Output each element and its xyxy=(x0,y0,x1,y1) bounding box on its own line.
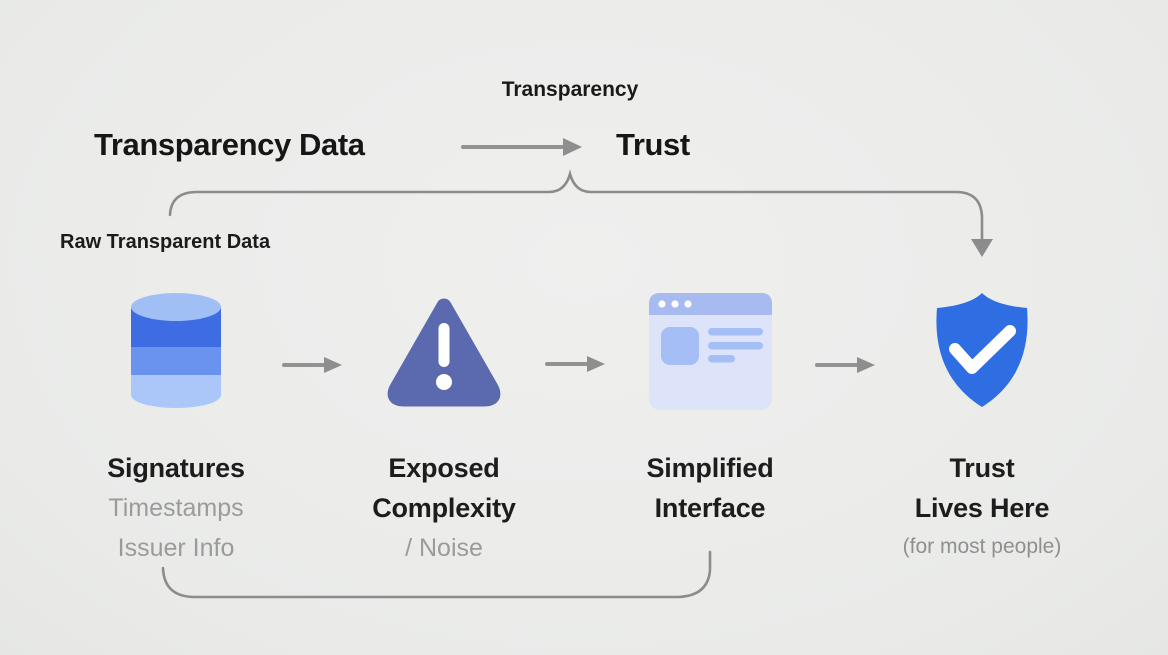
shield-check-icon xyxy=(936,293,1028,407)
column-sublabel: / Noise xyxy=(405,534,483,562)
column-trust-labels: Trust Lives Here (for most people) xyxy=(832,448,1132,566)
arrow-right-icon-top xyxy=(461,138,582,156)
column-label: Complexity xyxy=(372,493,516,523)
browser-window-icon xyxy=(649,293,772,410)
column-label: Simplified xyxy=(646,453,774,483)
column-sublabel: Issuer Info xyxy=(117,534,235,562)
column-sublabel: (for most people) xyxy=(902,535,1062,558)
column-sublabel: Timestamps xyxy=(108,494,244,522)
column-label: Lives Here xyxy=(914,493,1050,523)
column-label: Trust xyxy=(949,453,1015,483)
arrow-right-icon-3 xyxy=(815,357,875,373)
transparency-process-label: Transparency xyxy=(501,78,639,101)
column-label: Exposed xyxy=(388,453,500,483)
equation-right-term: Trust xyxy=(616,127,690,162)
column-label: Interface xyxy=(654,493,766,523)
column-interface-labels: Simplified Interface xyxy=(560,448,860,528)
arrow-right-icon-2 xyxy=(545,356,605,372)
column-complexity-labels: Exposed Complexity / Noise xyxy=(294,448,594,568)
warning-triangle-icon xyxy=(387,298,501,407)
database-icon xyxy=(131,293,221,408)
column-label: Signatures xyxy=(107,453,245,483)
raw-transparent-data-label: Raw Transparent Data xyxy=(60,231,271,253)
equation-left-term: Transparency Data xyxy=(94,127,365,162)
arrow-right-icon-1 xyxy=(282,357,342,373)
brace-arrowhead-icon xyxy=(971,239,993,257)
column-raw-data-labels: Signatures Timestamps Issuer Info xyxy=(26,448,326,568)
brace-connector xyxy=(168,169,984,242)
